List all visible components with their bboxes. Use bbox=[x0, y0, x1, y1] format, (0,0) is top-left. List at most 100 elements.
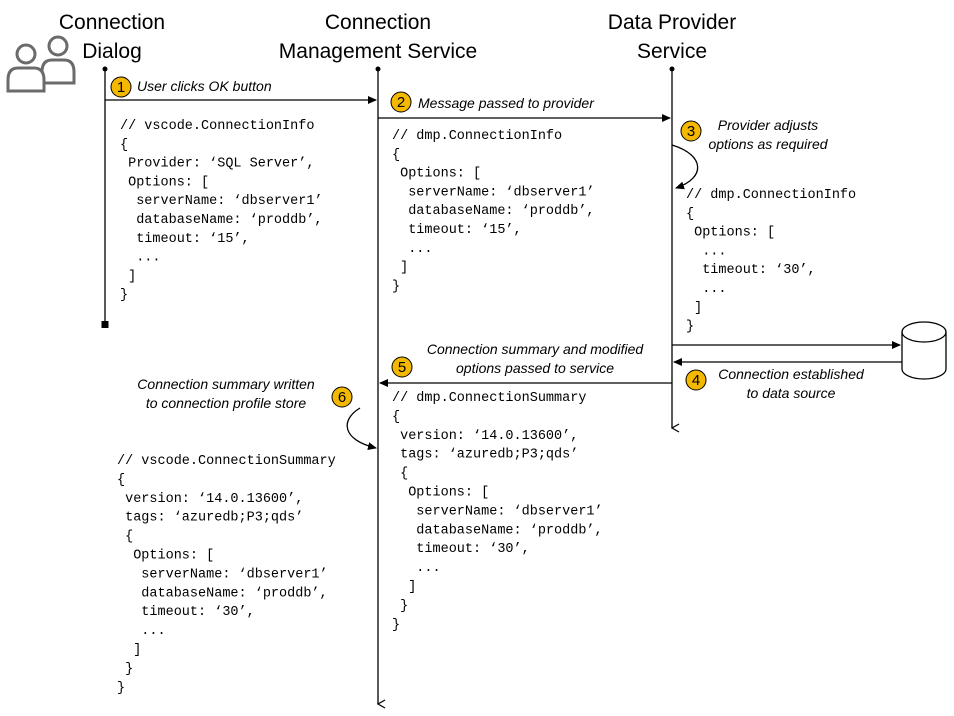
lifeline-data-provider-service bbox=[669, 66, 680, 433]
code-line: { bbox=[117, 530, 133, 545]
step-label-4: Connection established to data source bbox=[718, 366, 865, 401]
step-label-line: Message passed to provider bbox=[418, 95, 595, 111]
code-line: ... bbox=[120, 251, 161, 266]
step-badge-2: 2 bbox=[390, 91, 412, 113]
code-line: } bbox=[120, 288, 128, 303]
code-line: databaseName: ‘proddb’, bbox=[392, 523, 603, 538]
code-line: serverName: ‘dbserver1’ bbox=[392, 504, 603, 519]
step-badge-3: 3 bbox=[680, 120, 702, 142]
code-line: // dmp.ConnectionInfo bbox=[686, 188, 856, 203]
code-line: databaseName: ‘proddb’, bbox=[117, 586, 328, 601]
participant-title-line2: Dialog bbox=[82, 40, 142, 63]
step-label-line: options passed to service bbox=[456, 360, 614, 376]
database-icon bbox=[901, 321, 947, 380]
arrow-step-6 bbox=[346, 407, 377, 451]
code-line: ] bbox=[686, 301, 702, 316]
participant-data-provider-service: Data Provider Service bbox=[608, 11, 736, 63]
code-line: { bbox=[117, 473, 125, 488]
code-line: } bbox=[392, 599, 408, 614]
participant-connection-management-service: Connection Management Service bbox=[279, 11, 477, 63]
code-line: version: ‘14.0.13600’, bbox=[117, 492, 303, 507]
code-block-vscode-connection-summary: // vscode.ConnectionSummary { version: ‘1… bbox=[117, 454, 336, 696]
step-label-3: Provider adjusts options as required bbox=[708, 117, 828, 152]
code-line: timeout: ‘15’, bbox=[392, 223, 522, 238]
code-line: timeout: ‘30’, bbox=[117, 605, 255, 620]
code-line: timeout: ‘30’, bbox=[392, 542, 530, 557]
step-label-line: Connection summary written bbox=[137, 376, 315, 392]
code-line: Options: [ bbox=[392, 167, 481, 182]
code-line: } bbox=[117, 662, 133, 677]
step-badge-4: 4 bbox=[685, 369, 707, 391]
step-label-6: Connection summary written to connection… bbox=[137, 376, 315, 411]
step-label-line: to data source bbox=[747, 385, 836, 401]
code-line: Provider: ‘SQL Server’, bbox=[120, 157, 314, 172]
code-line: { bbox=[392, 148, 400, 163]
code-line: // vscode.ConnectionSummary bbox=[117, 454, 336, 469]
step-label-line: Connection established bbox=[718, 366, 865, 382]
step-number: 6 bbox=[338, 389, 346, 406]
step-label-line: Provider adjusts bbox=[718, 117, 818, 133]
step-badge-5: 5 bbox=[391, 356, 413, 378]
code-line: ] bbox=[392, 261, 408, 276]
code-line: timeout: ‘15’, bbox=[120, 232, 250, 247]
participant-connection-dialog: Connection Dialog bbox=[59, 11, 165, 63]
code-block-dmp-connection-info-adjusted: // dmp.ConnectionInfo { Options: [ ... ti… bbox=[686, 188, 856, 335]
code-line: { bbox=[686, 207, 694, 222]
code-line: ] bbox=[117, 643, 141, 658]
code-line: // dmp.ConnectionSummary bbox=[392, 391, 586, 406]
code-line: Options: [ bbox=[392, 486, 489, 501]
code-line: ... bbox=[392, 561, 441, 576]
step-label-line: Connection summary and modified bbox=[427, 341, 645, 357]
step-label-5: Connection summary and modified options … bbox=[427, 341, 645, 376]
participant-title-line1: Data Provider bbox=[608, 11, 736, 34]
code-line: // dmp.ConnectionInfo bbox=[392, 129, 562, 144]
code-line: Options: [ bbox=[686, 226, 775, 241]
code-line: } bbox=[117, 681, 125, 696]
participant-title-line1: Connection bbox=[59, 11, 165, 34]
code-line: ] bbox=[392, 580, 416, 595]
code-line: ... bbox=[392, 242, 433, 257]
step-number: 5 bbox=[398, 359, 406, 376]
code-line: tags: ‘azuredb;P3;qds’ bbox=[117, 511, 303, 526]
code-block-dmp-connection-summary: // dmp.ConnectionSummary { version: ‘14.0… bbox=[392, 391, 603, 633]
step-label-line: options as required bbox=[708, 136, 828, 152]
code-line: { bbox=[392, 410, 400, 425]
lifeline-connection-management-service bbox=[375, 66, 386, 709]
code-line: databaseName: ‘proddb’, bbox=[392, 204, 595, 219]
code-line: version: ‘14.0.13600’, bbox=[392, 429, 578, 444]
step-number: 4 bbox=[692, 372, 700, 389]
step-badge-1: 1 bbox=[110, 76, 132, 98]
code-line: ... bbox=[686, 282, 727, 297]
step-label-1: User clicks OK button bbox=[137, 78, 272, 94]
code-line: ... bbox=[686, 244, 727, 259]
code-line: ] bbox=[120, 269, 136, 284]
code-line: Options: [ bbox=[120, 175, 209, 190]
participant-title-line2: Service bbox=[637, 40, 707, 63]
code-line: timeout: ‘30’, bbox=[686, 263, 816, 278]
code-line: { bbox=[392, 467, 408, 482]
code-line: // vscode.ConnectionInfo bbox=[120, 119, 314, 134]
code-line: } bbox=[392, 279, 400, 294]
lifeline-connection-dialog bbox=[101, 66, 109, 328]
step-label-line: to connection profile store bbox=[146, 395, 307, 411]
step-label-line: User clicks OK button bbox=[137, 78, 272, 94]
code-line: ... bbox=[117, 624, 166, 639]
code-line: { bbox=[120, 138, 128, 153]
code-line: } bbox=[392, 618, 400, 633]
participant-title-line2: Management Service bbox=[279, 40, 477, 63]
step-number: 2 bbox=[397, 94, 405, 111]
users-icon bbox=[6, 35, 76, 93]
step-badge-6: 6 bbox=[331, 386, 353, 408]
code-line: serverName: ‘dbserver1’ bbox=[392, 185, 595, 200]
step-label-2: Message passed to provider bbox=[418, 95, 595, 111]
code-block-dmp-connection-info: // dmp.ConnectionInfo { Options: [ server… bbox=[392, 129, 595, 294]
code-line: Options: [ bbox=[117, 549, 214, 564]
step-number: 1 bbox=[117, 79, 125, 96]
code-line: databaseName: ‘proddb’, bbox=[120, 213, 323, 228]
arrow-step-3 bbox=[671, 144, 699, 190]
step-number: 3 bbox=[687, 123, 695, 140]
code-block-vscode-connection-info: // vscode.ConnectionInfo { Provider: ‘SQL… bbox=[120, 119, 323, 303]
code-line: serverName: ‘dbserver1’ bbox=[120, 194, 323, 209]
code-line: tags: ‘azuredb;P3;qds’ bbox=[392, 448, 578, 463]
